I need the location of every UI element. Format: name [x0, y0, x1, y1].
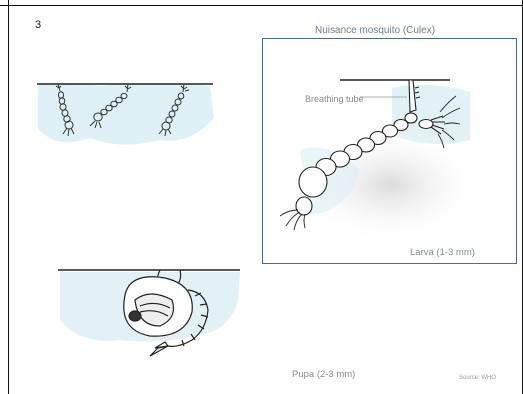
source-credit: Source: WHO [459, 375, 496, 381]
larva-size-label: Larva (1-3 mm) [410, 247, 475, 258]
pupa-size-label: Pupa (2-3 mm) [292, 369, 355, 380]
breathing-tube-label: Breathing tube [305, 94, 364, 104]
page-number: 3 [35, 19, 41, 31]
diagram-title: Nuisance mosquito (Culex) [315, 25, 435, 36]
pupa-illustration [58, 270, 240, 356]
larva-detail-frame [262, 38, 517, 264]
larvae-group-illustration [37, 83, 214, 145]
